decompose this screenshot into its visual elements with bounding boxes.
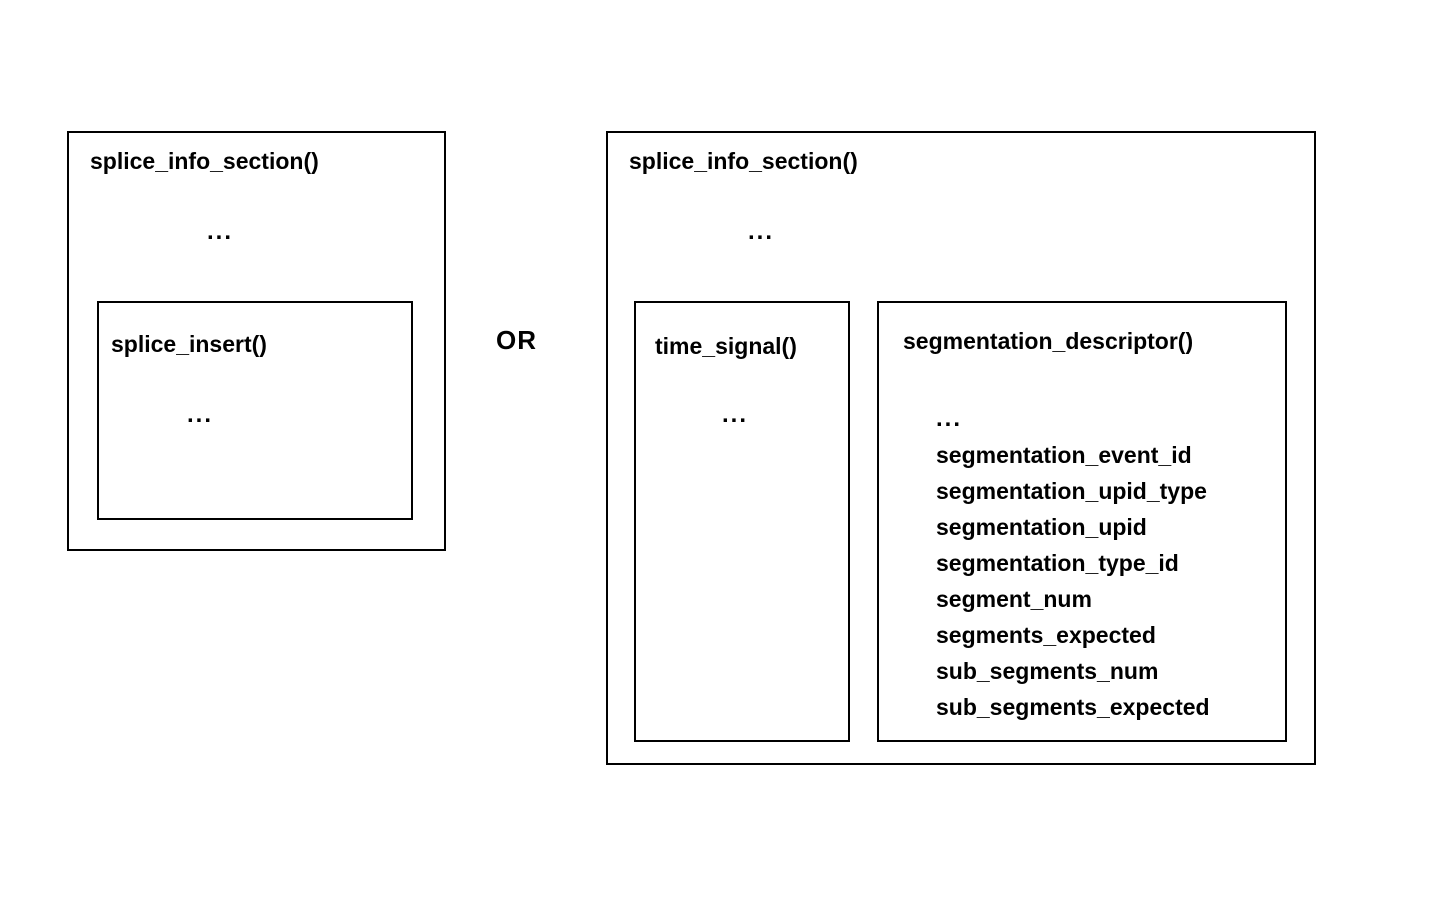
splice-info-section-title: splice_info_section() [629, 148, 858, 174]
field-item: sub_segments_num [936, 658, 1159, 684]
ellipsis-text: ... [936, 405, 963, 432]
or-separator-label: OR [496, 325, 537, 355]
splice-insert-box: splice_insert() ... [97, 301, 413, 520]
segmentation-descriptor-fields: ... segmentation_event_id segmentation_up… [936, 401, 1210, 725]
field-item: segmentation_upid [936, 514, 1147, 540]
field-list: segmentation_event_id segmentation_upid_t… [936, 437, 1210, 725]
field-item: segmentation_upid_type [936, 478, 1207, 504]
segmentation-descriptor-box: segmentation_descriptor() ... segmentati… [877, 301, 1287, 742]
splice-insert-title: splice_insert() [111, 331, 267, 357]
field-item: sub_segments_expected [936, 694, 1210, 720]
ellipsis-text: ... [722, 401, 749, 428]
segmentation-descriptor-title: segmentation_descriptor() [903, 328, 1194, 354]
field-item: segmentation_event_id [936, 442, 1192, 468]
ellipsis-text: ... [187, 401, 214, 428]
field-item: segmentation_type_id [936, 550, 1179, 576]
time-signal-title: time_signal() [655, 333, 797, 359]
field-item: segments_expected [936, 622, 1156, 648]
splice-info-section-title: splice_info_section() [90, 148, 319, 174]
ellipsis-text: ... [207, 218, 234, 245]
ellipsis-text: ... [748, 218, 775, 245]
time-signal-box: time_signal() ... [634, 301, 850, 742]
splice-info-section-box-left: splice_info_section() ... splice_insert(… [67, 131, 446, 551]
field-item: segment_num [936, 586, 1092, 612]
splice-info-section-box-right: splice_info_section() ... time_signal() … [606, 131, 1316, 765]
